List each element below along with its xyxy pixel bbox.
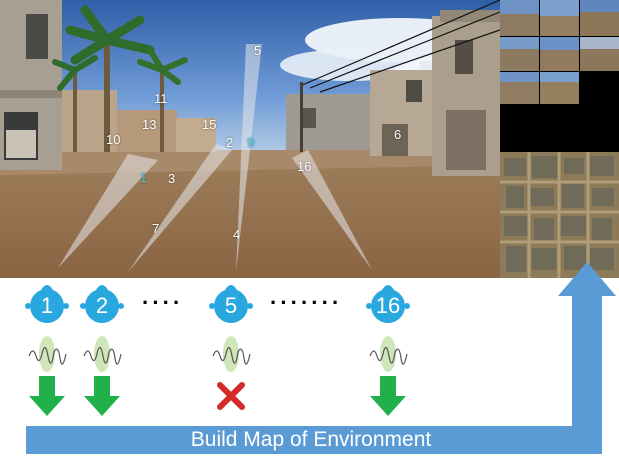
thumbnail-grid	[500, 0, 619, 278]
view-label-9: 9	[247, 135, 255, 150]
build-map-label: Build Map of Environment	[190, 428, 432, 451]
environment-scene: 1 2 3 4 5 6 7 9 10 11 13 15 16	[0, 0, 500, 278]
drone-agent-icon	[366, 285, 410, 323]
view-label-3: 3	[168, 171, 176, 186]
agent-2: 2	[80, 282, 124, 326]
view-cones	[58, 44, 372, 272]
drone-agent-icon	[80, 285, 124, 323]
map-side-panel: 12	[500, 0, 619, 278]
view-label-15: 15	[202, 117, 217, 132]
view-label-10: 10	[106, 132, 121, 147]
build-map-flow-arrow	[26, 262, 616, 454]
signal-wave-icon	[369, 336, 408, 372]
red-x-icon	[217, 382, 245, 410]
agent-16: 16	[366, 282, 410, 326]
scene-illustration	[0, 0, 500, 278]
agent-5: 5	[209, 282, 253, 326]
green-down-arrow-icon	[370, 376, 406, 416]
signal-wave-icon	[83, 336, 122, 372]
green-down-arrow-icon	[29, 376, 65, 416]
view-label-7: 7	[152, 221, 160, 236]
drone-agent-icon	[209, 285, 253, 323]
drone-agent-icon	[25, 285, 69, 323]
palm-trees	[52, 5, 188, 152]
view-label-2: 2	[226, 135, 234, 150]
ellipsis-separator-2: ·······	[270, 290, 343, 315]
signal-wave-icon	[212, 336, 251, 372]
signal-wave-icon	[28, 336, 67, 372]
view-label-1: 1	[140, 170, 148, 185]
view-label-6: 6	[394, 127, 402, 142]
agent-1: 1	[25, 282, 69, 326]
view-label-16: 16	[297, 159, 312, 174]
view-label-11: 11	[154, 91, 168, 106]
ellipsis-separator-1: ····	[142, 290, 184, 315]
view-label-4: 4	[233, 227, 241, 242]
green-down-arrow-icon	[84, 376, 120, 416]
view-label-13: 13	[142, 117, 157, 132]
view-label-5: 5	[254, 43, 262, 58]
